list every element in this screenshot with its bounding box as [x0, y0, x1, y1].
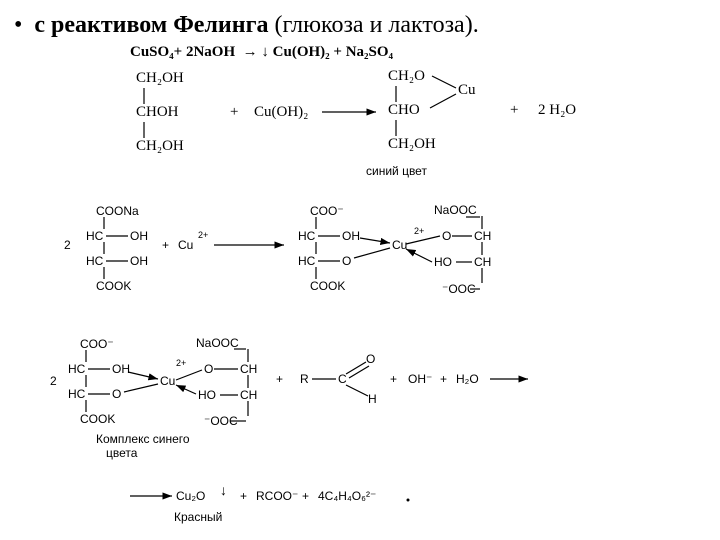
tartrate-p-hc1: HC	[298, 229, 316, 243]
final-cu2o: Cu₂O	[176, 489, 206, 503]
glycerol-plus: +	[230, 104, 239, 120]
tartrate-p-oh: OH	[342, 229, 360, 243]
aldehyde-o-cu-bond	[123, 383, 159, 393]
tartrate-r-ho: HO	[434, 255, 452, 269]
aldehyde-charge: 2+	[176, 358, 187, 368]
tartrate-p-hc2: HC	[298, 254, 316, 268]
aldehyde-hc2: HC	[68, 387, 86, 401]
aldehyde-oh-cu-arrow-icon	[127, 371, 159, 381]
bullet: •	[14, 12, 23, 38]
glycerol-note: синий цвет	[366, 164, 427, 178]
aldehyde-cook: COOK	[80, 412, 116, 426]
aldehyde-hc1: HC	[68, 362, 86, 376]
aldehyde-plus: +	[276, 372, 284, 386]
eq0-products: Cu(OH)₂ + Na₂SO₄	[272, 44, 394, 60]
glycerol-c2: CHOH	[136, 104, 179, 120]
tartrate-oh-cu-arrow-icon	[359, 237, 391, 245]
aldehyde-oh: OH	[112, 362, 130, 376]
glycerol-reagent: Cu(OH)₂	[254, 104, 309, 120]
aldehyde-r-ho: HO	[198, 388, 216, 402]
aldehyde-o: O	[112, 387, 122, 401]
glycerol-plus2: +	[510, 102, 519, 118]
tartrate-p-cu: Cu	[392, 238, 408, 252]
tartrate-r-naooc: NaOOC	[434, 203, 477, 217]
glycerol-product-c2: CHO	[388, 102, 420, 118]
aldehyde-co-bond-2	[348, 365, 370, 379]
tartrate-plus: +	[162, 238, 170, 252]
equation-copper-hydroxide: CuSO₄+ 2NaOH → ↓ Cu(OH)₂ + Na₂SO₄	[130, 44, 393, 61]
final-tartrate: 4C₄H₄O₆²⁻	[318, 489, 377, 503]
tartrate-r-ch1: CH	[474, 229, 492, 243]
aldehyde-r-o: O	[204, 362, 214, 376]
aldehyde-co-bond-1	[345, 361, 367, 375]
title-bold: с реактивом Фелинга	[34, 12, 269, 38]
aldehyde-r-ho-cu-arrow-icon	[175, 384, 197, 395]
tartrate-r-ch2: CH	[474, 255, 492, 269]
glycerol-product-c3: CH₂OH	[388, 136, 436, 152]
final-note: Красный	[174, 510, 223, 524]
aldehyde-ao: O	[366, 352, 376, 366]
tartrate-cook: COOK	[96, 279, 132, 293]
aldehyde-coo: COO⁻	[80, 337, 114, 351]
glycerol-c3: CH₂OH	[136, 138, 184, 154]
arrow-icon: → ↓	[238, 44, 273, 60]
aldehyde-c: C	[338, 372, 347, 386]
tartrate-charge: 2+	[198, 230, 209, 240]
tartrate-p-coo: COO⁻	[310, 204, 344, 218]
final-rcoo: RCOO⁻	[256, 489, 299, 503]
aldehyde-ch-bond	[345, 384, 369, 397]
tartrate-coef: 2	[64, 238, 71, 252]
tartrate-o-cu-bond	[353, 247, 391, 259]
aldehyde-naooc: NaOOC	[196, 336, 239, 350]
glycerol-product-cu: Cu	[458, 82, 476, 98]
glycerol-cu-o-bond	[429, 93, 457, 109]
aldehyde-coef: 2	[50, 374, 57, 388]
eq0-reactants: CuSO₄+ 2NaOH	[130, 44, 236, 60]
glycerol-o-cu-bond	[431, 75, 457, 89]
tartrate-oh1: OH	[130, 229, 148, 243]
tartrate-cu: Cu	[178, 238, 194, 252]
aldehyde-h2o: H₂O	[456, 372, 479, 386]
tartrate-r-ooc: ⁻OOC	[442, 282, 476, 296]
aldehyde-note2: цвета	[106, 446, 138, 460]
glycerol-product-c1: CH₂O	[388, 68, 425, 84]
glycerol-c1: CH₂OH	[136, 70, 184, 86]
aldehyde-r-ch2: CH	[240, 388, 258, 402]
tartrate-p-o: O	[342, 254, 352, 268]
aldehyde-h: H	[368, 392, 377, 406]
final-down-arrow-icon: ↓	[220, 482, 227, 498]
tartrate-oh2: OH	[130, 254, 148, 268]
tartrate-hc2: HC	[86, 254, 104, 268]
tartrate-p-cook: COOK	[310, 279, 346, 293]
aldehyde-oh-ion: OH⁻	[408, 372, 433, 386]
title-rest: (глюкоза и лактоза).	[268, 12, 479, 38]
tartrate-r-ho-cu-arrow-icon	[405, 248, 433, 263]
tartrate-hc1: HC	[86, 229, 104, 243]
glycerol-water: 2 H₂O	[538, 102, 577, 118]
final-plus2: +	[302, 489, 310, 503]
aldehyde-r-ch1: CH	[240, 362, 258, 376]
aldehyde-note1: Комплекс синего	[96, 432, 190, 446]
aldehyde-r-bond-1	[175, 369, 203, 381]
tartrate-p-charge: 2+	[414, 226, 425, 236]
aldehyde-r-ooc: ⁻OOC	[204, 414, 238, 428]
aldehyde-plus3: +	[440, 372, 448, 386]
aldehyde-plus2: +	[390, 372, 398, 386]
tartrate-r-o: O	[442, 229, 452, 243]
final-dot	[406, 498, 410, 502]
slide-title: • с реактивом Фелинга (глюкоза и лактоза…	[14, 10, 479, 40]
final-plus: +	[240, 489, 248, 503]
tartrate-r-bond-1	[405, 235, 441, 245]
aldehyde-cu: Cu	[160, 374, 176, 388]
aldehyde-r: R	[300, 372, 309, 386]
tartrate-coona: COONa	[96, 204, 139, 218]
